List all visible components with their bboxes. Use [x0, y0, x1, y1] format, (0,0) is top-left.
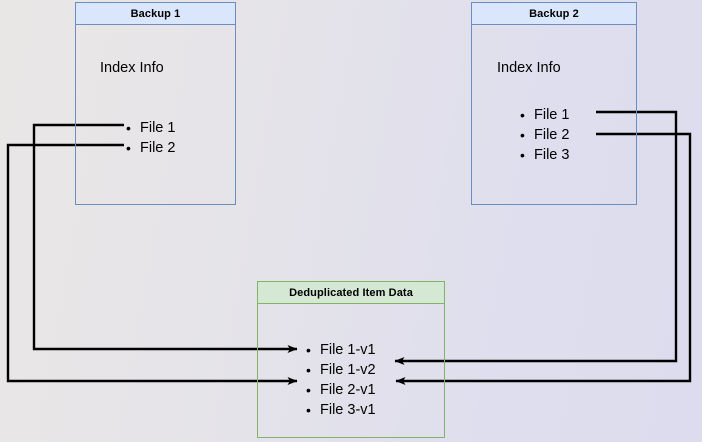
- node-backup-1-header: Backup 1: [75, 2, 236, 25]
- node-backup-2-header: Backup 2: [471, 2, 637, 25]
- node-backup-1-body: Index Info File 1 File 2: [75, 25, 236, 205]
- node-dedup-header: Deduplicated Item Data: [257, 281, 445, 304]
- node-dedup-body: File 1-v1 File 1-v2 File 2-v1 File 3-v1: [257, 304, 445, 438]
- node-backup-2-title: Backup 2: [529, 7, 579, 20]
- node-backup-2-index-label: Index Info: [497, 60, 561, 76]
- list-item: File 1: [126, 118, 175, 138]
- list-item: File 1-v1: [306, 340, 376, 360]
- node-backup-2: Backup 2 Index Info File 1 File 2 File 3: [471, 2, 637, 205]
- node-dedup-file-list: File 1-v1 File 1-v2 File 2-v1 File 3-v1: [306, 340, 376, 420]
- list-item: File 1-v2: [306, 360, 376, 380]
- node-backup-1-file-list: File 1 File 2: [126, 118, 175, 158]
- node-backup-1-title: Backup 1: [130, 7, 181, 20]
- node-deduplicated-item-data: Deduplicated Item Data File 1-v1 File 1-…: [257, 281, 445, 438]
- node-backup-2-file-list: File 1 File 2 File 3: [520, 105, 569, 165]
- list-item: File 2: [126, 138, 175, 158]
- list-item: File 3: [520, 145, 569, 165]
- list-item: File 2: [520, 125, 569, 145]
- node-backup-1-index-label: Index Info: [100, 60, 164, 76]
- list-item: File 2-v1: [306, 380, 376, 400]
- node-backup-2-body: Index Info File 1 File 2 File 3: [471, 25, 637, 205]
- node-dedup-title: Deduplicated Item Data: [289, 286, 413, 299]
- list-item: File 1: [520, 105, 569, 125]
- list-item: File 3-v1: [306, 400, 376, 420]
- node-backup-1: Backup 1 Index Info File 1 File 2: [75, 2, 236, 205]
